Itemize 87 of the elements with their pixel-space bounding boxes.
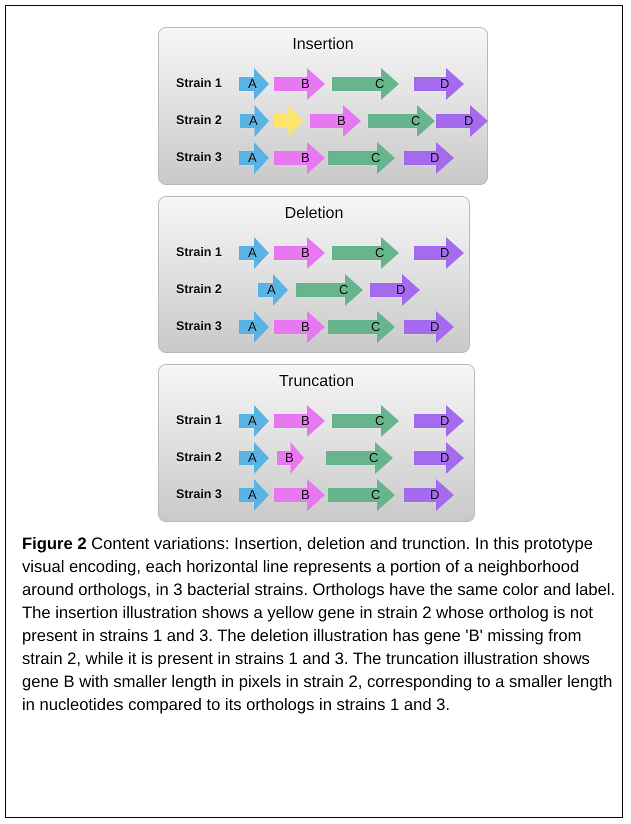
gene-block xyxy=(239,442,269,474)
gene-block xyxy=(436,105,488,137)
strain-label: Strain 1 xyxy=(176,413,222,427)
gene-block xyxy=(368,105,435,137)
gene-label: C xyxy=(375,413,384,429)
gene-block xyxy=(240,105,269,137)
gene-label: D xyxy=(440,413,450,429)
gene-block xyxy=(296,274,363,306)
gene-block xyxy=(332,68,399,100)
gene-block xyxy=(404,311,454,343)
strain-label: Strain 1 xyxy=(176,245,222,259)
gene-block xyxy=(414,68,464,100)
strain-label: Strain 3 xyxy=(176,150,222,164)
gene-label: A xyxy=(248,413,257,429)
gene-block xyxy=(258,274,288,306)
strain-label: Strain 1 xyxy=(176,76,222,90)
gene-label: C xyxy=(369,450,378,466)
gene-block xyxy=(239,142,269,174)
panel xyxy=(158,27,488,185)
strain-label: Strain 3 xyxy=(176,319,222,333)
figure-caption: Figure 2 Content variations: Insertion, deletion and trunction. In this prototype visual encoding, each horizontal line represents a portion of a neighborhood around orthologs, in 3 bacterial strains. Orthologs have the same color and label. The insertion illustration shows a yellow gene in strain 2 whose ortholog is not present in strains 1 and 3. The deletion illustration has gene 'B' missing from strain 2, while it is present in strains 1 and 3. The truncation illustration shows gene B with smaller length in pixels in strain 2, corresponding to a smaller length in nucleotides compared to its orthologs in strains 1 and 3. xyxy=(22,533,616,716)
gene-label: D xyxy=(440,245,450,261)
gene-label: B xyxy=(301,487,310,503)
gene-label: C xyxy=(411,113,420,129)
gene-block xyxy=(274,237,325,269)
gene-label: B xyxy=(301,76,310,92)
panel-title: Deletion xyxy=(284,205,344,223)
gene-label: B xyxy=(301,245,310,261)
gene-label: C xyxy=(375,76,384,92)
gene-block xyxy=(414,405,464,437)
gene-block xyxy=(328,142,395,174)
gene-block xyxy=(414,237,464,269)
panel xyxy=(158,364,475,522)
strain-label: Strain 2 xyxy=(176,113,222,127)
gene-block xyxy=(274,405,325,437)
gene-label: A xyxy=(248,76,257,92)
panel-title: Insertion xyxy=(291,36,355,54)
gene-label: A xyxy=(267,282,276,298)
gene-label: B xyxy=(301,413,310,429)
gene-block xyxy=(370,274,420,306)
gene-block xyxy=(277,442,304,474)
gene-label: C xyxy=(371,487,380,503)
gene-block xyxy=(404,142,454,174)
gene-label: A xyxy=(248,450,257,466)
gene-block xyxy=(239,405,269,437)
gene-block xyxy=(332,237,399,269)
gene-label: B xyxy=(337,113,346,129)
gene-block xyxy=(326,442,393,474)
strain-label: Strain 2 xyxy=(176,450,222,464)
gene-block xyxy=(274,479,325,511)
gene-block xyxy=(328,479,395,511)
gene-block xyxy=(274,311,325,343)
gene-label: B xyxy=(285,450,294,466)
gene-label: A xyxy=(248,319,257,335)
gene-block xyxy=(239,479,269,511)
gene-block xyxy=(274,142,325,174)
gene-block xyxy=(239,311,269,343)
gene-label: C xyxy=(371,319,380,335)
gene-block xyxy=(310,105,361,137)
gene-label: D xyxy=(430,150,440,166)
gene-label: C xyxy=(339,282,348,298)
gene-block xyxy=(404,479,454,511)
gene-label: D xyxy=(430,487,440,503)
strain-label: Strain 3 xyxy=(176,487,222,501)
gene-label: D xyxy=(440,76,450,92)
gene-label: C xyxy=(375,245,384,261)
gene-label: A xyxy=(248,150,257,166)
gene-block xyxy=(414,442,464,474)
gene-label: A xyxy=(248,487,257,503)
strain-label: Strain 2 xyxy=(176,282,222,296)
gene-label: A xyxy=(249,113,258,129)
gene-label: D xyxy=(430,319,440,335)
gene-label: D xyxy=(440,450,450,466)
gene-label: D xyxy=(464,113,474,129)
gene-label: D xyxy=(396,282,406,298)
gene-block xyxy=(274,68,325,100)
panel-title: Truncation xyxy=(278,373,355,391)
panel xyxy=(158,196,470,353)
gene-block xyxy=(328,311,395,343)
gene-label: C xyxy=(371,150,380,166)
gene-label: A xyxy=(248,245,257,261)
gene-label: B xyxy=(301,319,310,335)
gene-block xyxy=(274,105,303,137)
gene-block xyxy=(239,68,269,100)
gene-block xyxy=(239,237,269,269)
gene-block xyxy=(332,405,399,437)
gene-label: B xyxy=(301,150,310,166)
